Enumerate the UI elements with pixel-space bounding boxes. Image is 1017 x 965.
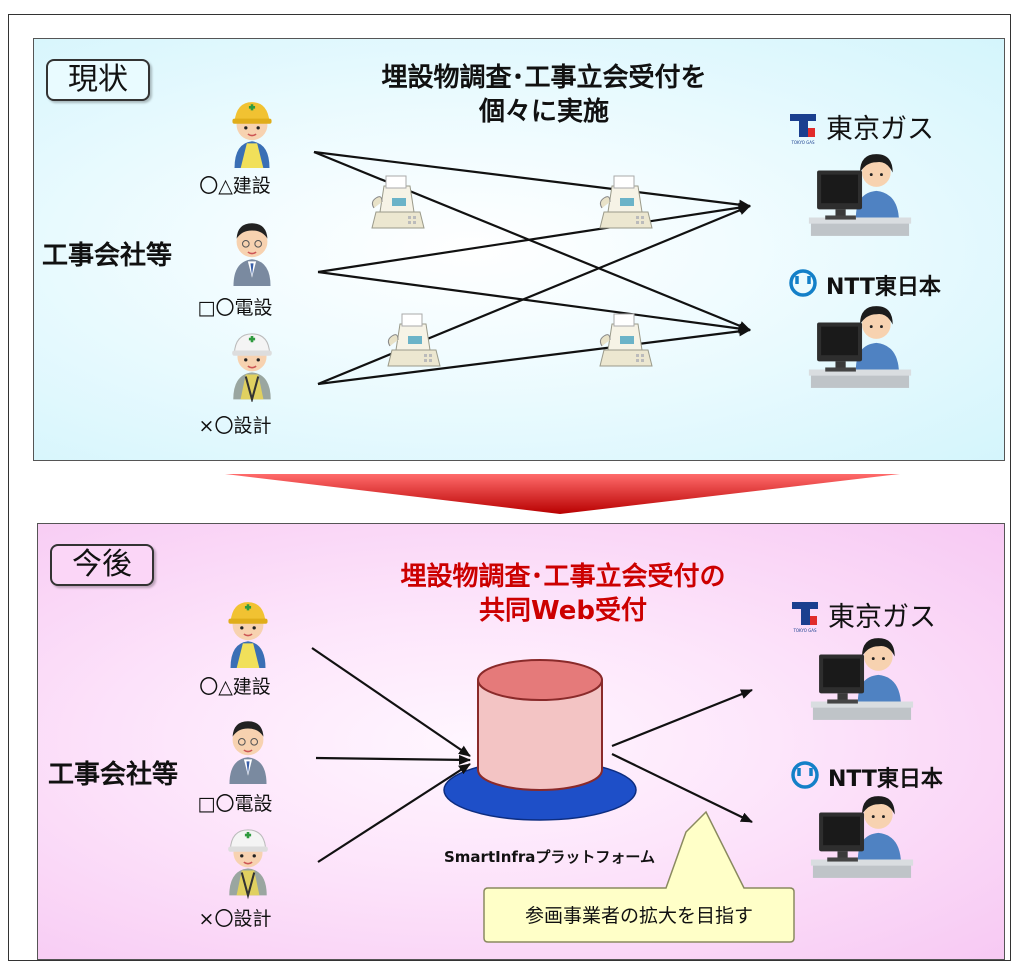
down-transition-arrow [225,474,900,514]
future-worker-3-icon [226,828,270,897]
fax-icon [599,313,653,367]
current-title-line1: 埋設物調査･工事立会受付を [381,63,707,93]
current-badge: 現状 [46,59,150,101]
database-cylinder-body [477,679,603,791]
database-cylinder-top [477,659,603,701]
future-arrow-in-3 [317,763,471,863]
future-company-group-label: 工事会社等 [48,760,179,790]
current-arrow-3b [317,326,751,386]
future-title-line2: 共同Web受付 [479,596,647,626]
operator-icon [808,154,912,236]
future-person-label-3: ×〇設計 [198,908,272,930]
current-ntt-name: NTT東日本 [826,275,941,300]
operator-icon [810,796,914,878]
current-worker-2-icon [232,222,272,286]
current-arrow-2a [317,202,751,274]
current-person-label-3: ×〇設計 [198,415,272,437]
ntt-logo-icon [791,761,819,789]
current-title-line2: 個々に実施 [478,97,609,127]
current-state-panel: 現状 埋設物調査･工事立会受付を 個々に実施 工事会社等 〇△建設 □〇電設 ×… [33,38,1005,461]
callout-text: 参画事業者の拡大を目指す [525,905,753,927]
current-worker-3-icon [230,332,274,401]
current-arrow-1a [313,150,751,210]
tokyo-gas-logo-icon [792,602,818,633]
current-arrow-3a [317,204,751,386]
future-title-line1: 埋設物調査･工事立会受付の [400,562,726,592]
future-title: 埋設物調査･工事立会受付の 共同Web受付 [343,560,783,628]
platform-label: SmartInfraプラットフォーム [444,848,655,866]
future-arrow-out-2 [611,753,753,823]
current-tokyo-gas-name: 東京ガス [826,114,934,145]
future-badge: 今後 [50,544,154,586]
current-worker-1-icon [231,100,273,168]
future-arrow-in-2 [315,754,471,765]
current-person-label-2: □〇電設 [197,297,273,319]
future-arrow-out-1 [611,688,753,748]
ntt-logo-icon [789,269,817,297]
fax-icon [387,313,441,367]
current-company-group-label: 工事会社等 [42,241,173,271]
operator-icon [808,306,912,388]
future-ntt-name: NTT東日本 [828,767,943,792]
future-person-label-1: 〇△建設 [199,676,271,698]
callout-bubble [483,810,795,943]
future-arrow-in-1 [311,647,471,757]
fax-icon [599,175,653,229]
current-person-label-1: 〇△建設 [199,175,271,197]
future-worker-2-icon [228,720,268,784]
tokyo-gas-logo-icon [790,114,816,145]
fax-icon [371,175,425,229]
future-worker-1-icon [227,600,269,668]
future-person-label-2: □〇電設 [197,793,273,815]
outer-frame [8,14,1011,961]
operator-icon [810,638,914,720]
current-arrow-2b [317,270,751,334]
future-tokyo-gas-name: 東京ガス [828,602,936,633]
current-title: 埋設物調査･工事立会受付を 個々に実施 [334,61,754,129]
